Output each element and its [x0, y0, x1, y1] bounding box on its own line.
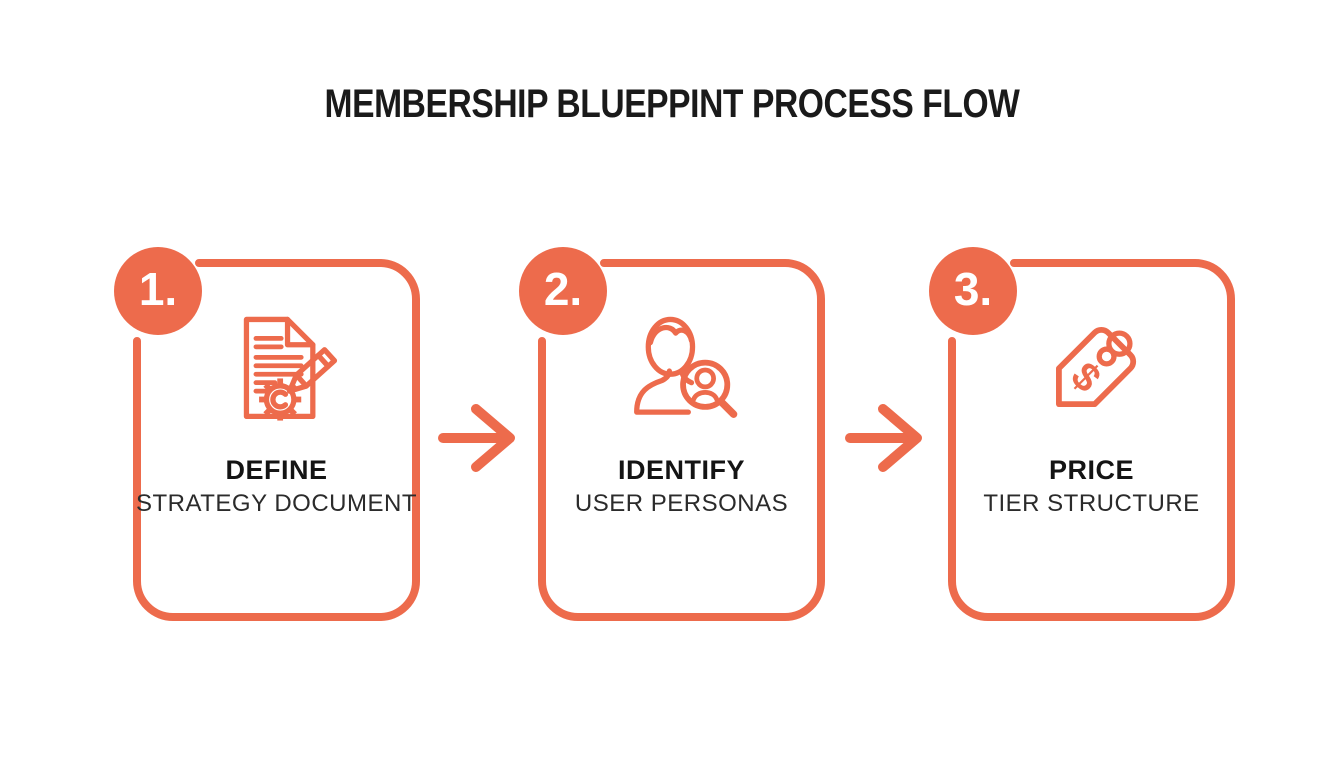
card-outline — [538, 259, 825, 621]
arrow-right-icon — [438, 396, 522, 480]
price-tag-icon: $ — [1033, 311, 1151, 429]
step-subtitle: STRATEGY DOCUMENT — [136, 490, 417, 517]
step-card-identify: 2. IDENTIFY USER PERSONAS — [519, 247, 825, 621]
step-card-price: 3. $ PRICE TIER STRUCTURE — [929, 247, 1235, 621]
step-title: DEFINE — [225, 455, 328, 485]
page-title: MEMBERSHIP BLUEPPINT PROCESS FLOW — [324, 82, 1020, 126]
step-title: PRICE — [1048, 455, 1135, 485]
step-number-badge: 1. — [114, 247, 202, 335]
card-outline — [948, 259, 1235, 621]
document-gear-pencil-icon — [218, 311, 337, 429]
step-subtitle: USER PERSONAS — [574, 490, 789, 517]
step-number-badge: 2. — [519, 247, 607, 335]
user-persona-search-icon — [623, 311, 741, 429]
step-card-define: 1. — [114, 247, 420, 621]
step-number: 2. — [543, 263, 583, 315]
step-title: IDENTIFY — [617, 455, 745, 485]
arrow-right-icon — [845, 396, 929, 480]
step-number: 3. — [953, 263, 993, 315]
step-number: 1. — [138, 263, 178, 315]
step-number-badge: 3. — [929, 247, 1017, 335]
card-outline — [133, 259, 420, 621]
step-subtitle: TIER STRUCTURE — [983, 490, 1200, 517]
